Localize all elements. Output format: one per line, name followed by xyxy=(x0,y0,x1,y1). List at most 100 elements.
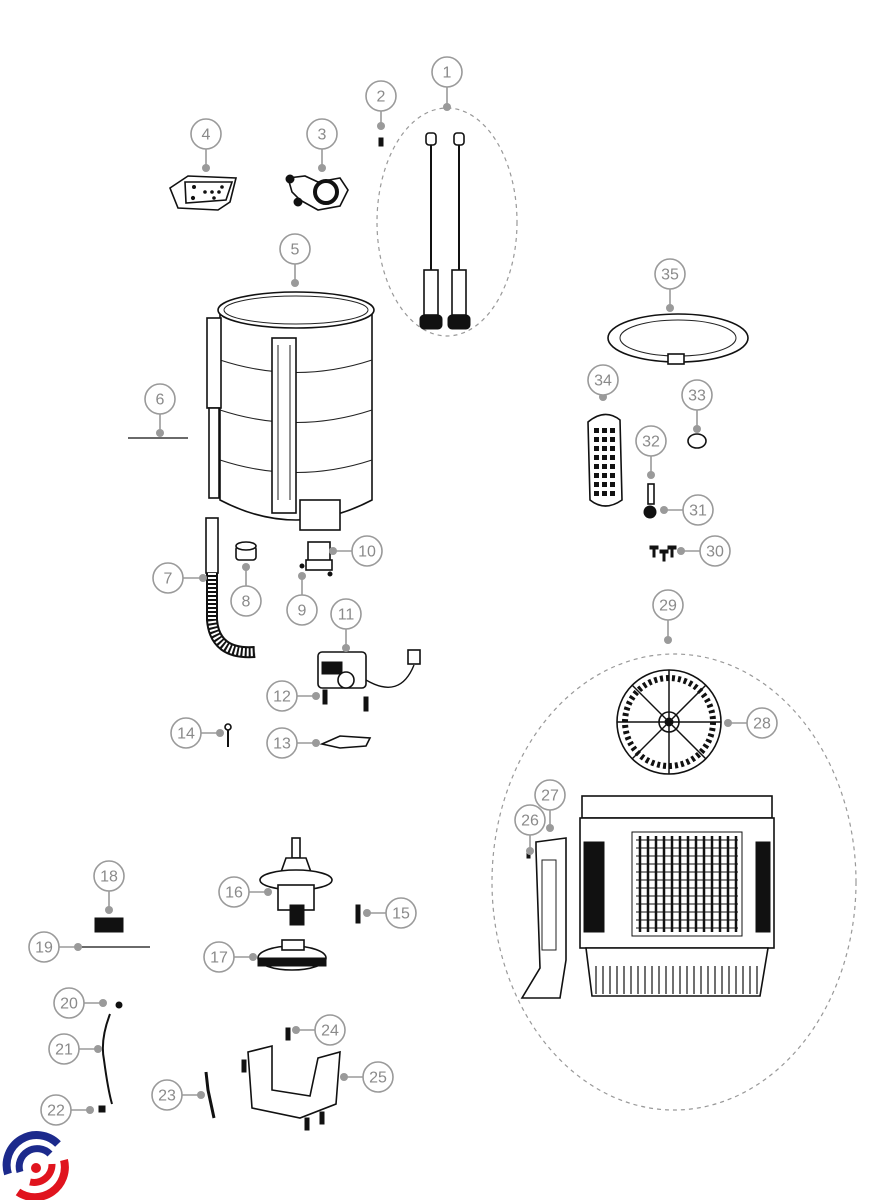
part-drain-hose-7 xyxy=(205,517,256,659)
part-lint-filter-34 xyxy=(587,413,623,507)
callout-number: 14 xyxy=(177,726,195,743)
callout-number: 31 xyxy=(689,503,707,520)
callout-32: 32 xyxy=(635,425,667,479)
callout-number: 12 xyxy=(273,689,291,706)
callout-34: 34 xyxy=(587,364,619,401)
callout-number: 34 xyxy=(594,373,612,390)
callout-10: 10 xyxy=(329,535,383,567)
callout-20: 20 xyxy=(53,987,107,1019)
callout-number: 19 xyxy=(35,940,53,957)
part-nut-20 xyxy=(115,1001,123,1009)
callout-number: 20 xyxy=(60,996,78,1013)
callout-26: 26 xyxy=(514,804,546,855)
callout-number: 2 xyxy=(377,89,386,106)
part-suspension-rods xyxy=(419,132,471,330)
part-overflow-pipe-6 xyxy=(206,317,222,499)
callout-number: 22 xyxy=(47,1103,65,1120)
callout-number: 16 xyxy=(225,885,243,902)
part-bracket-25 xyxy=(241,1044,341,1131)
callout-24: 24 xyxy=(292,1014,346,1046)
part-screw-24 xyxy=(285,1027,291,1041)
callout-28: 28 xyxy=(724,707,778,739)
callout-3: 3 xyxy=(306,118,338,172)
callout-7: 7 xyxy=(152,562,207,594)
callout-number: 4 xyxy=(202,127,211,144)
callout-number: 3 xyxy=(318,127,327,144)
part-valve-10 xyxy=(299,541,333,577)
callout-number: 21 xyxy=(55,1042,73,1059)
callout-number: 11 xyxy=(338,607,355,624)
callout-number: 29 xyxy=(659,598,677,615)
callout-27: 27 xyxy=(534,779,566,832)
part-bolt-32 xyxy=(647,483,655,505)
callout-number: 27 xyxy=(541,788,559,805)
callout-number: 17 xyxy=(210,950,228,967)
callout-21: 21 xyxy=(48,1033,102,1065)
part-screw-22 xyxy=(98,1105,106,1113)
callout-number: 30 xyxy=(706,544,724,561)
part-cap-8 xyxy=(235,541,257,561)
part-screws-30 xyxy=(649,545,677,562)
part-balancer-27 xyxy=(520,837,567,999)
callout-25: 25 xyxy=(340,1061,394,1093)
brand-logo xyxy=(2,1131,69,1200)
callout-22: 22 xyxy=(40,1094,94,1126)
part-inner-drum-29 xyxy=(579,795,775,997)
callout-4: 4 xyxy=(190,118,222,172)
part-ground-wire-21 xyxy=(101,1013,113,1105)
callout-30: 30 xyxy=(677,535,731,567)
callout-16: 16 xyxy=(218,876,272,908)
callout-number: 10 xyxy=(358,544,376,561)
callout-18: 18 xyxy=(93,860,125,914)
part-drain-motor-11 xyxy=(317,649,421,689)
callout-number: 32 xyxy=(642,434,660,451)
part-outer-tub-5 xyxy=(217,291,375,531)
callout-12: 12 xyxy=(266,680,320,712)
callout-11: 11 xyxy=(330,598,362,652)
callout-number: 9 xyxy=(298,603,307,620)
callout-33: 33 xyxy=(681,379,713,433)
callout-number: 5 xyxy=(291,242,300,259)
callout-number: 6 xyxy=(156,392,165,409)
callout-number: 28 xyxy=(753,716,771,733)
part-label-18 xyxy=(94,917,124,933)
part-screws-12 xyxy=(322,689,369,712)
callout-8: 8 xyxy=(230,563,262,617)
part-tub-ring-35 xyxy=(607,313,749,365)
callout-number: 35 xyxy=(661,267,679,284)
callout-1: 1 xyxy=(431,56,463,111)
callout-9: 9 xyxy=(286,572,318,626)
callout-6: 6 xyxy=(144,383,176,437)
callout-5: 5 xyxy=(279,233,311,287)
callout-2: 2 xyxy=(365,80,397,130)
part-control-panel-4 xyxy=(169,175,238,211)
part-pin-14 xyxy=(224,723,232,747)
callout-19: 19 xyxy=(28,931,82,963)
callout-17: 17 xyxy=(203,941,257,973)
callout-number: 1 xyxy=(443,65,452,82)
callout-23: 23 xyxy=(151,1079,205,1111)
group-outline-1 xyxy=(376,107,518,337)
callout-13: 13 xyxy=(266,727,320,759)
callout-number: 13 xyxy=(273,736,291,753)
callout-31: 31 xyxy=(660,494,714,526)
callout-number: 26 xyxy=(521,813,539,830)
callout-35: 35 xyxy=(654,258,686,312)
part-screw-2 xyxy=(378,137,384,147)
part-bolt-15 xyxy=(355,904,361,924)
part-tie-23 xyxy=(204,1071,216,1119)
callout-number: 15 xyxy=(392,906,410,923)
part-pulsator-28 xyxy=(616,669,722,775)
part-bracket-3 xyxy=(285,174,349,211)
part-clamp-13 xyxy=(319,735,372,749)
callout-number: 24 xyxy=(321,1023,339,1040)
callout-number: 33 xyxy=(688,388,706,405)
callout-14: 14 xyxy=(170,717,224,749)
callout-number: 25 xyxy=(369,1070,387,1087)
part-ring-33 xyxy=(687,433,707,449)
callout-29: 29 xyxy=(652,589,684,644)
callout-number: 7 xyxy=(164,571,173,588)
part-nut-31 xyxy=(643,505,657,519)
part-motor-17 xyxy=(257,939,327,971)
